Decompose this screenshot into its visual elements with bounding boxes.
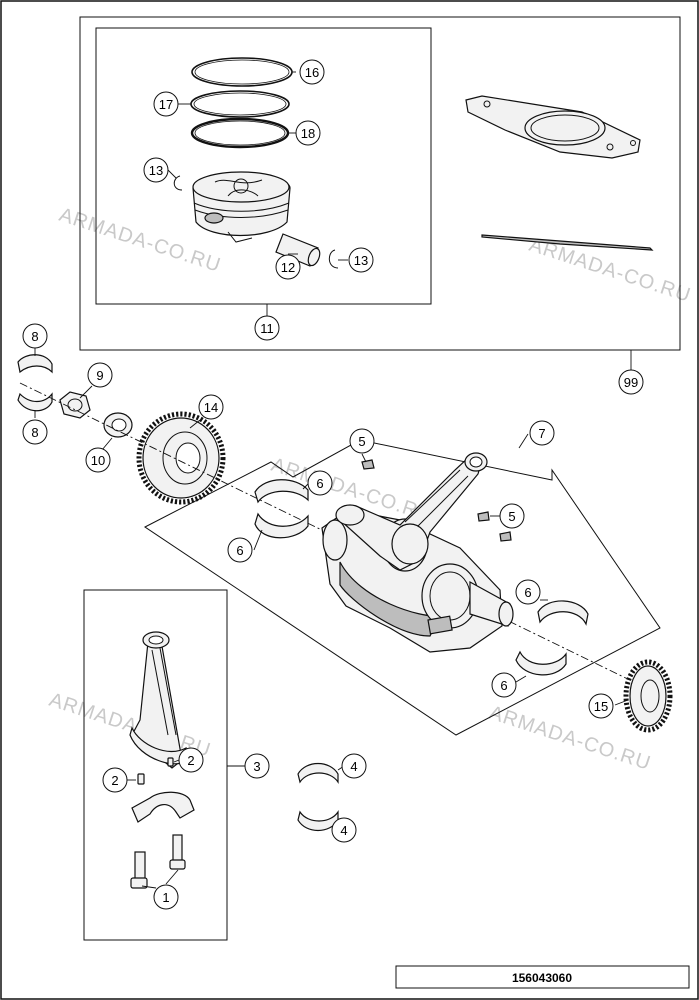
svg-text:5: 5 <box>358 434 365 449</box>
svg-text:99: 99 <box>624 375 638 390</box>
svg-text:8: 8 <box>31 425 38 440</box>
svg-text:8: 8 <box>31 329 38 344</box>
svg-text:12: 12 <box>281 260 295 275</box>
callout-5-right[interactable]: 5 <box>499 503 525 529</box>
callout-13-left[interactable]: 13 <box>143 157 169 183</box>
svg-text:6: 6 <box>500 678 507 693</box>
callout-17[interactable]: 17 <box>153 91 179 117</box>
conrod-bolt-1-right-part <box>169 834 186 870</box>
connecting-rod-installed-part <box>335 452 488 571</box>
callout-4-lower[interactable]: 4 <box>331 817 357 843</box>
svg-text:3: 3 <box>253 759 260 774</box>
conrod-bearing-4-lower-part <box>297 810 339 832</box>
callout-6-upper-left[interactable]: 6 <box>307 470 333 496</box>
crankshaft-axis-line <box>19 382 641 686</box>
callout-8-top[interactable]: 8 <box>22 323 48 349</box>
woodruff-key-5-lower-part <box>477 511 512 542</box>
connecting-rod-part <box>129 631 187 769</box>
document-number-box <box>395 965 690 989</box>
document-number: 156043060 <box>512 971 572 985</box>
svg-text:6: 6 <box>524 585 531 600</box>
callout-9[interactable]: 9 <box>87 362 113 388</box>
svg-text:11: 11 <box>260 321 274 336</box>
piston-assembly-frame <box>95 27 432 305</box>
leader-lines <box>34 71 632 889</box>
callout-16[interactable]: 16 <box>299 59 325 85</box>
svg-text:14: 14 <box>204 400 218 415</box>
svg-text:2: 2 <box>111 773 118 788</box>
svg-text:13: 13 <box>149 163 163 178</box>
svg-text:6: 6 <box>236 543 243 558</box>
conrod-bolt-1-left-part <box>130 851 148 889</box>
piston-pin-part <box>275 233 321 267</box>
main-bearing-shell-6-lower-left-part <box>254 512 309 539</box>
callout-4-upper[interactable]: 4 <box>341 753 367 779</box>
svg-text:5: 5 <box>508 509 515 524</box>
connecting-rod-frame <box>83 589 228 941</box>
callout-6-lower-right[interactable]: 6 <box>491 672 517 698</box>
svg-text:4: 4 <box>340 823 347 838</box>
svg-text:18: 18 <box>301 126 315 141</box>
main-bearing-shell-6-upper-right-part <box>537 600 589 626</box>
connecting-rod-cap-part <box>131 791 195 823</box>
callout-12[interactable]: 12 <box>275 254 301 280</box>
svg-text:4: 4 <box>350 759 357 774</box>
circlip-13-left-part <box>173 175 183 191</box>
svg-text:10: 10 <box>91 453 105 468</box>
callout-6-lower-left[interactable]: 6 <box>227 537 253 563</box>
callout-14[interactable]: 14 <box>198 394 224 420</box>
svg-text:17: 17 <box>159 97 173 112</box>
piston-ring-16-part <box>191 57 293 87</box>
svg-text:1: 1 <box>162 890 169 905</box>
callout-2-right[interactable]: 2 <box>178 747 204 773</box>
callout-6-upper-right[interactable]: 6 <box>515 579 541 605</box>
callout-13-right[interactable]: 13 <box>348 247 374 273</box>
callout-99[interactable]: 99 <box>618 369 644 395</box>
piston-ring-17-part <box>190 90 290 118</box>
callout-11[interactable]: 11 <box>254 315 280 341</box>
svg-text:2: 2 <box>187 753 194 768</box>
callout-1[interactable]: 1 <box>153 884 179 910</box>
circlip-13-right-part <box>328 249 339 269</box>
gear-15-part <box>623 659 673 733</box>
callout-3[interactable]: 3 <box>244 753 270 779</box>
gear-14-part <box>136 411 226 505</box>
svg-text:15: 15 <box>594 699 608 714</box>
callout-7[interactable]: 7 <box>529 420 555 446</box>
callout-5-top[interactable]: 5 <box>349 428 375 454</box>
callout-8-bottom[interactable]: 8 <box>22 419 48 445</box>
callout-10[interactable]: 10 <box>85 447 111 473</box>
svg-text:9: 9 <box>96 368 103 383</box>
conrod-bearing-4-upper-part <box>297 762 339 784</box>
bearing-shell-8-top-part <box>17 354 53 374</box>
main-bearing-shell-6-lower-right-part <box>515 650 567 676</box>
washer-10-part <box>103 412 133 438</box>
callout-15[interactable]: 15 <box>588 693 614 719</box>
dowel-pin-2-left-part <box>137 773 145 785</box>
svg-text:7: 7 <box>538 426 545 441</box>
callout-18[interactable]: 18 <box>295 120 321 146</box>
base-gasket-part <box>481 234 654 251</box>
cylinder-head-gasket-part <box>465 95 641 159</box>
woodruff-key-5-upper-part <box>361 459 375 470</box>
piston-part <box>192 171 291 243</box>
main-bearing-shell-6-upper-left-part <box>254 479 309 504</box>
dowel-pin-2-right-part <box>167 757 174 767</box>
gasket-set-frame <box>79 16 681 351</box>
oil-ring-18-part <box>190 117 290 149</box>
svg-text:16: 16 <box>305 65 319 80</box>
nut-9-part <box>59 391 91 419</box>
svg-text:6: 6 <box>316 476 323 491</box>
svg-text:13: 13 <box>354 253 368 268</box>
crankshaft-assembly-frame <box>144 439 661 736</box>
bearing-shell-8-bottom-part <box>17 392 53 412</box>
callout-2-left[interactable]: 2 <box>102 767 128 793</box>
